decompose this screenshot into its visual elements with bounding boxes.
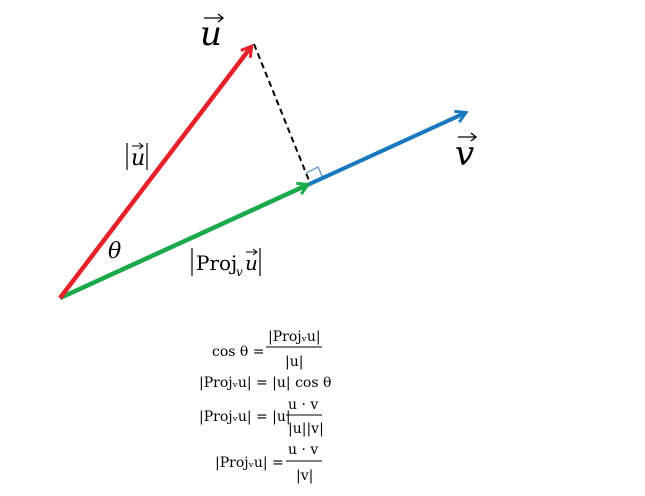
svg-text:|Projᵥu| =: |Projᵥu| = <box>215 455 284 471</box>
formula-projection-dot-uv: |Projᵥu| = |u| u · v |u||v| <box>199 397 324 437</box>
svg-text:Proj: Proj <box>196 251 237 275</box>
svg-text:|u||v|: |u||v| <box>288 421 324 437</box>
right-angle-marker <box>305 165 324 179</box>
vector-u-label: u <box>200 13 225 54</box>
svg-text:cos θ =: cos θ = <box>212 344 265 360</box>
vector-u-arrow <box>58 47 251 300</box>
svg-text:v: v <box>236 265 243 279</box>
svg-text:u: u <box>131 146 145 171</box>
svg-text:u: u <box>200 14 222 54</box>
svg-text:|v|: |v| <box>296 468 313 484</box>
formula-cos-theta: cos θ = |Projᵥu| |u| <box>212 329 322 370</box>
formula-projection-dot-v: |Projᵥu| = u · v |v| <box>215 442 322 484</box>
formula-projection-cos: |Projᵥu| = |u| cos θ <box>199 375 331 391</box>
svg-text:|Projᵥu|: |Projᵥu| <box>268 329 321 345</box>
svg-text:u · v: u · v <box>288 397 318 413</box>
svg-text:u · v: u · v <box>288 442 318 458</box>
svg-text:u: u <box>245 251 258 275</box>
svg-text:|Projᵥu| = |u|: |Projᵥu| = |u| <box>199 409 291 425</box>
svg-text:|Projᵥu| = |u| cos θ: |Projᵥu| = |u| cos θ <box>199 375 331 391</box>
u-magnitude-label: u <box>126 142 148 171</box>
svg-text:v: v <box>455 134 474 174</box>
vector-v-label: v <box>455 132 478 174</box>
perpendicular-dashed-line <box>253 43 311 184</box>
projection-vector-arrow <box>59 185 307 301</box>
svg-text:|u|: |u| <box>285 354 303 370</box>
projection-magnitude-label: Proj v u <box>191 248 261 279</box>
theta-label: θ <box>108 239 121 264</box>
